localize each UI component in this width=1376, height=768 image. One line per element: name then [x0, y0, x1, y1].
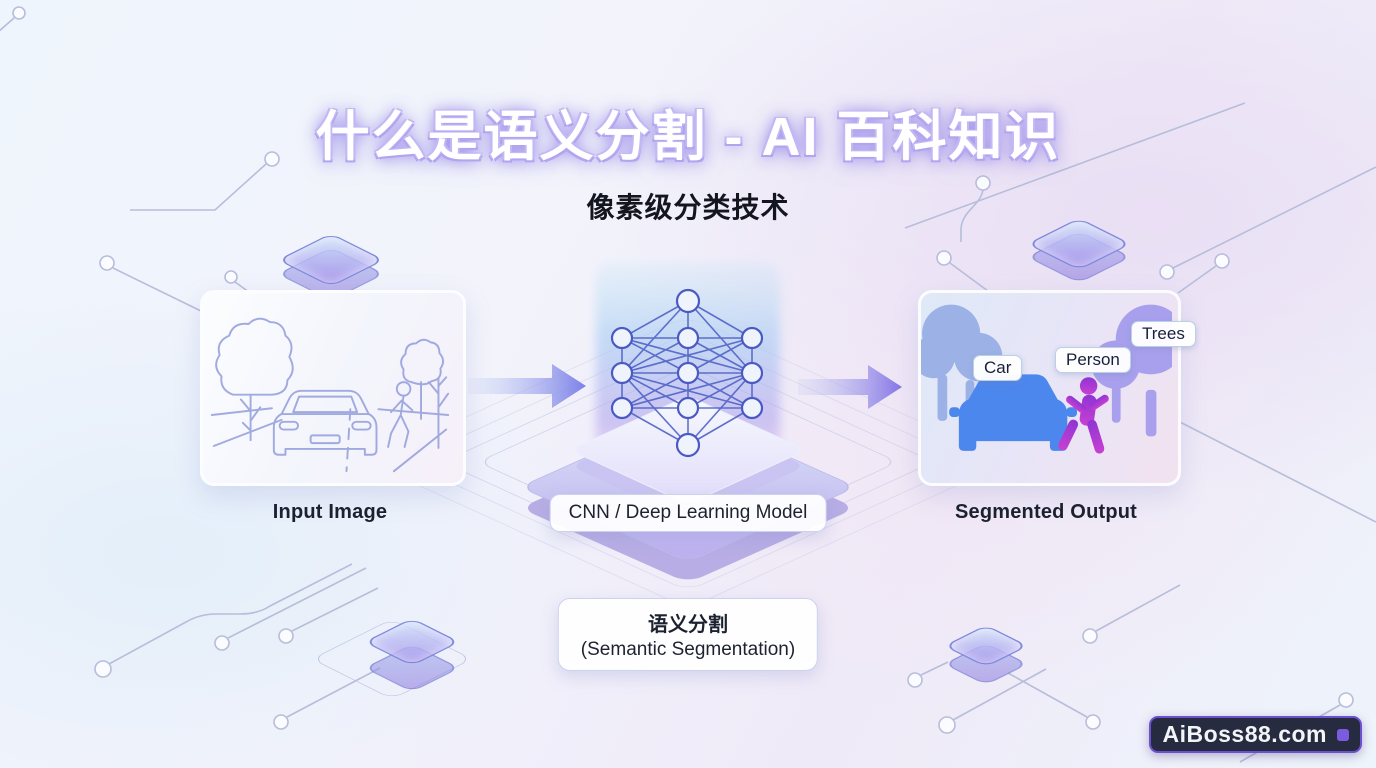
- page-title: 什么是语义分割 - AI 百科知识: [315, 107, 1061, 167]
- concept-box: 语义分割 (Semantic Segmentation): [557, 598, 819, 671]
- segmented-output-caption: Segmented Output: [954, 501, 1138, 523]
- concept-subtitle: (Semantic Segmentation): [580, 639, 796, 660]
- input-image-card: [200, 290, 466, 486]
- input-image-caption: Input Image: [272, 501, 388, 523]
- arrow-model-to-output-icon: [798, 365, 902, 409]
- neural-network-nodes: [610, 288, 764, 458]
- circuit-terminals: [12, 6, 1354, 734]
- segment-label-trees: Trees: [1131, 321, 1196, 347]
- circuit-traces: [0, 17, 1376, 763]
- segmented-output-card: [918, 290, 1181, 486]
- segment-label-person: Person: [1055, 347, 1131, 373]
- watermark-badge[interactable]: AiBoss88.com: [1149, 716, 1362, 753]
- page-subtitle: 像素级分类技术: [586, 192, 790, 223]
- watermark-text: AiBoss88.com: [1162, 721, 1327, 747]
- segment-car: [949, 374, 1078, 451]
- segment-person: [1058, 377, 1109, 454]
- cnn-model-label: CNN / Deep Learning Model: [549, 494, 827, 532]
- arrow-input-to-model-icon: [468, 364, 586, 408]
- concept-title: 语义分割: [647, 614, 728, 636]
- watermark-square-icon: [1337, 728, 1349, 741]
- street-scene-lineart: [210, 317, 450, 473]
- segment-label-car: Car: [973, 355, 1023, 381]
